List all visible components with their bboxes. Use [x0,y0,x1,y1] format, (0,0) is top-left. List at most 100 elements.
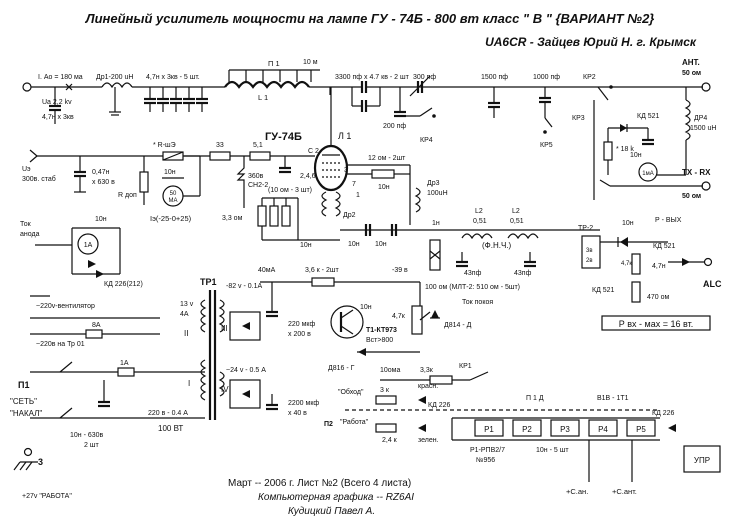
author-line: UA6CR - Зайцев Юрий Н. г. Крымск [485,35,697,49]
dr4-value-label: 1500 uH [690,125,716,132]
relay-kp1-label: КР1 [459,363,472,370]
winding-iv-label: IV [221,385,229,394]
control-connector [683,445,721,473]
led-red [418,396,426,404]
shunt-resistor-label: * R-шЭ [153,142,176,149]
tank-coil-l1: П 1 L 1 10 м [224,59,330,102]
antenna-connector [701,82,711,92]
tube-pins-label: 2,4,6 [300,173,316,180]
input-transformer-tr2: ТР-2 3в 2в 10н Р - ВЫХ КД 521 4,7к 470 о… [578,217,722,331]
diode-kd226c-label: КД 226 [652,410,675,417]
txrx-label: TX - RX [682,168,711,177]
relay-type-label: Р1-РПВ2/7 [470,447,505,454]
alc-label: ALC [703,279,722,289]
relay-r2 [512,419,542,437]
meter-ma-label: МА [169,198,178,204]
screen-cap-label: 0,47н [92,169,110,176]
dr3-value-label: 100uH [427,190,448,197]
stabilizer-type-label: СН2-2 [248,182,268,189]
meter-1ma-label: 1мА [642,171,653,177]
mains-cap-label: 10н - 630в [70,432,104,439]
bias-regulator: 40мА 3,6 к - 2шт -39 в Ток покоя 220 мкф… [258,267,493,385]
tube-pin7-label: 7 [352,181,356,188]
relay-control: 2200 мкф х 40 в П2 "Обход" "Работа" 3 к … [266,383,721,496]
txrx-connector [701,181,711,191]
transistor-type-label: Т1-КТ973 [366,327,397,334]
meter-50-label: 50 [170,191,177,197]
ground-label: 3 [38,457,43,467]
txrx-impedance-label: 50 ом [682,193,701,200]
tr2-label: ТР-2 [578,225,593,232]
tr1-82v-label: -82 v - 0.1А [226,283,263,290]
screen-voltage-label: Uэ [22,166,31,173]
dr4-label: ДР4 [694,115,707,122]
tr01-supply-label: ~220в на Тр 01 [36,341,85,348]
tube-designator-label: Л 1 [338,131,351,141]
tune-cap-label: 300 пф [413,74,436,81]
max-input-power-label: Р вх - мах = 16 вт. [619,319,693,329]
bias-current-label: 40мА [258,267,276,274]
zener-d816-label: Д816 - Г [328,365,355,372]
blocking-capacitors [109,87,208,116]
padder-cap-label: 200 пф [383,123,406,130]
output-power-label: Р - ВЫХ [655,217,682,224]
screen-cap-voltage-label: х 630 в [92,179,115,186]
transistor-gain-label: Вст>800 [366,337,393,344]
graphics-credit: Компьютерная графика -- RZ6AI [258,491,414,503]
meter-shunt-cap-label: 10н [164,169,176,176]
tr2-winding-3v-label: 3в [586,248,593,254]
relay-r1 [474,419,504,437]
mains-circuit: ~220v-вентилятор 8А ~220в на Тр 01 1А П1… [10,295,205,500]
alc-cap-label: 4,7н [652,263,666,270]
tr1-13v-label: 13 v [180,301,194,308]
relay-caps-label: 10н - 5 шт [536,447,569,454]
dr1-label: Др1-200 uH [96,74,133,81]
drafter-credit: Кудицкий Павел А. [288,506,375,517]
diode-kd226-label: КД 226(212) [104,281,143,288]
resistor-3-6k-label: 3,6 к - 2шт [305,267,339,274]
antenna-cap-supply-label: +С.ант. [612,487,637,496]
lpf-label: (Ф.Н.Ч.) [482,241,512,250]
cap-10n-label: 10н [630,152,642,159]
coil-l1-label: L 1 [258,93,268,102]
switch-p1-main-label: П1 [18,380,29,390]
bias-voltage-label: -39 в [392,267,408,274]
antenna-impedance-label: 50 ом [682,70,701,77]
diode-kd521b-label: КД 521 [653,243,676,250]
fan-supply-label: ~220v-вентилятор [36,303,95,310]
resistor-470-label: 470 ом [647,294,670,301]
winding-iii-label: III [221,324,228,333]
filament-switch-label: "НАКАЛ" [10,409,42,418]
relay-r2-label: Р2 [522,425,532,434]
winding-i-label: I [188,379,190,388]
hv-input-circuit: I. Ао = 180 ма Ua 2,2 kv 4,7н х 3кв Др1-… [22,74,225,124]
relay-cap-voltage-label: х 40 в [288,410,307,417]
alc-connector [703,257,713,267]
anode-voltage-label: Ua 2,2 kv [42,99,72,106]
input-lpf: 10н 10н 1н L2 L2 0,51 0,51 (Ф.Н.Ч.) 43пф… [340,208,600,291]
antenna-relay-block: КР2 АНТ. 50 ом КР3 КД 521 * 18 k 10н 1мА… [572,58,716,200]
sheet-info: Март -- 2006 г. Лист №2 (Всего 4 листа) [228,478,411,489]
tr1-24v-label: ~24 v - 0.5 А [226,367,266,374]
stabilizer-voltage-label: 360в [248,173,264,180]
schematic-title: Линейный усилитель мощности на лампе ГУ … [85,11,655,26]
hv-cap-label: 4,7н х 3кв [42,114,74,121]
transistor-t1 [330,305,364,339]
load-cap-1500-label: 1500 пф [481,74,508,81]
anode-cap-supply-label: +С.ан. [566,487,588,496]
switch-p1d-label: П 1 Д [526,395,544,402]
load-resistor-label: 100 ом (МЛТ-2: 510 ом - 5шт) [425,284,520,291]
resistor-18k-label: * 18 k [616,146,634,153]
tr1-4a-label: 4А [180,311,189,318]
switch-kp5-label: КР5 [540,142,553,149]
resistor-rdop-label: R доп [118,192,137,199]
diode-kd521c-label: КД 521 [592,287,615,294]
resistor-33-label: 33 [216,142,224,149]
cap-10n-b-label: 10н [378,184,390,191]
fuse-8a [85,329,103,339]
switch-p1-label: П 1 [268,59,280,68]
switch-p2-label: П2 [324,421,333,428]
control-label: УПР [694,456,710,465]
cathode-cap-label: 10н [300,242,312,249]
